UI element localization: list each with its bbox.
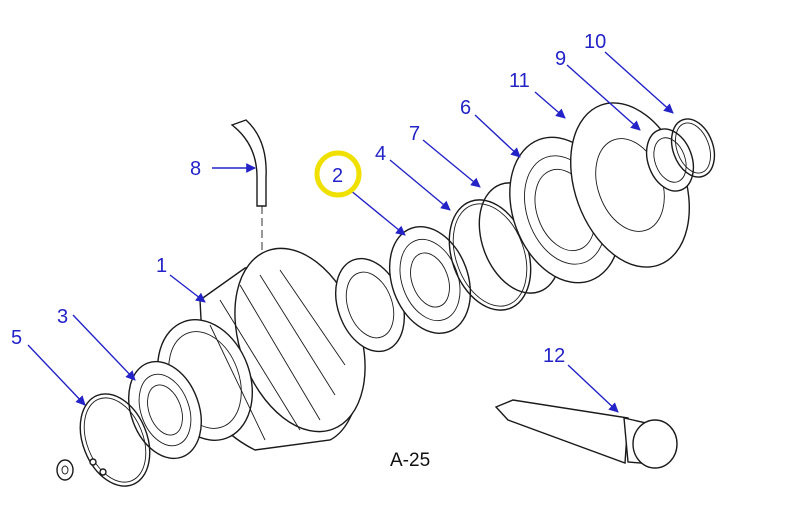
callout-5[interactable]: 5: [11, 327, 22, 349]
part-1-housing: [156, 247, 366, 451]
callout-12[interactable]: 12: [543, 345, 565, 367]
callout-3[interactable]: 3: [57, 306, 68, 328]
part-5-snap-ring: [79, 393, 151, 487]
callout-7[interactable]: 7: [409, 123, 420, 145]
callout-2[interactable]: 2: [332, 165, 343, 187]
callout-8[interactable]: 8: [190, 158, 201, 180]
part-9-seal: [645, 128, 695, 192]
callout-10[interactable]: 10: [584, 31, 606, 53]
callout-4[interactable]: 4: [375, 143, 386, 165]
callout-6[interactable]: 6: [460, 97, 471, 119]
part-12-tube: [494, 399, 678, 469]
highlight-circle: [314, 150, 362, 198]
leader-lines: [27, 51, 674, 413]
part-washer: [56, 459, 74, 481]
figure-label: A-25: [390, 450, 430, 471]
callout-11[interactable]: 11: [509, 70, 530, 92]
callout-9[interactable]: 9: [555, 48, 566, 70]
part-10-o-ring: [670, 118, 716, 178]
callout-1[interactable]: 1: [156, 255, 167, 277]
